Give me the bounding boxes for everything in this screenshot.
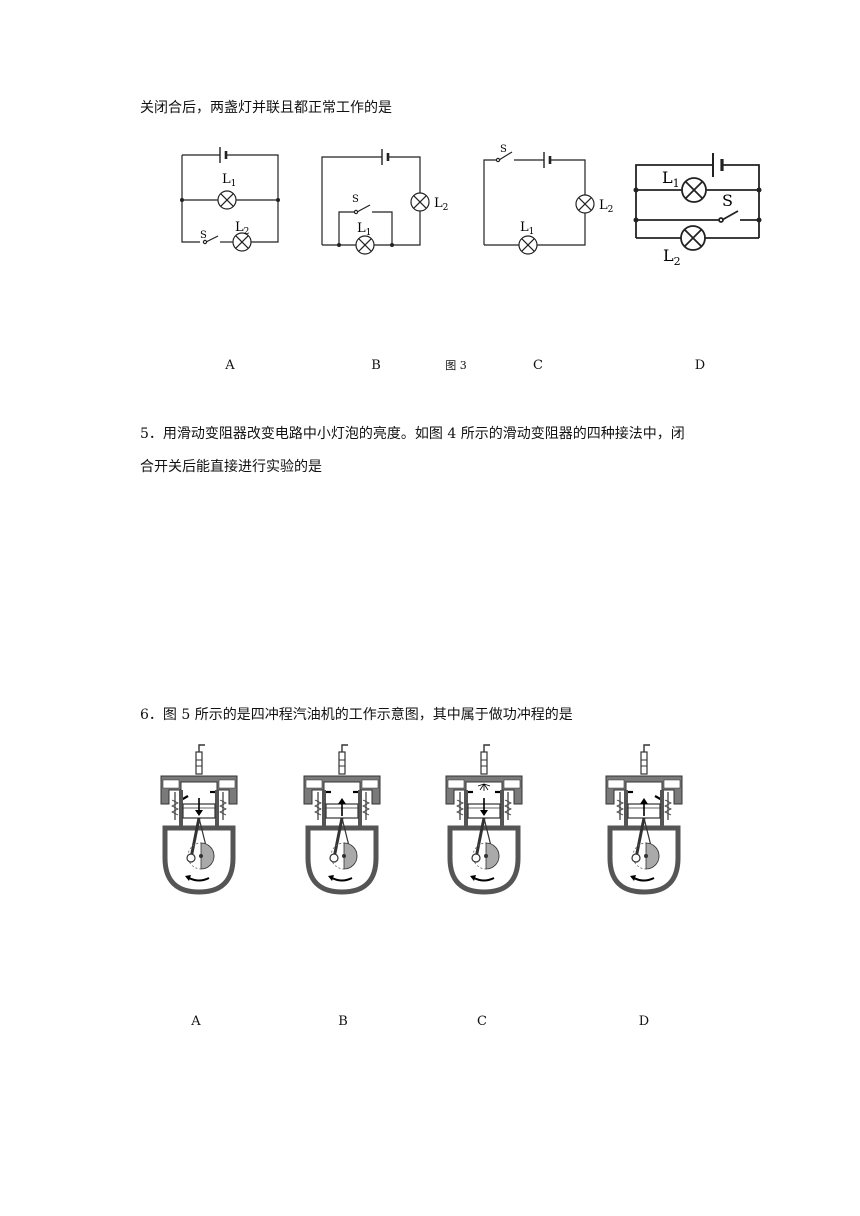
option-label-a: A [225, 358, 235, 373]
lamp-l1-label: L1 [520, 220, 534, 237]
circuit-diagram-d: L1 S L2 [633, 153, 762, 265]
option-label-b: B [371, 358, 381, 373]
option-label-a: A [191, 1014, 201, 1029]
option-label-c: C [533, 358, 543, 373]
option-label-b: B [338, 1014, 348, 1029]
option-label-d: D [638, 1014, 650, 1029]
switch-label: S [352, 194, 359, 205]
switch-label: S [500, 144, 507, 155]
circuit-diagram-b: S L1 L2 [321, 149, 448, 255]
question-5-text-line-1: 5．用滑动变阻器改变电路中小灯泡的亮度。如图 4 所示的滑动变阻器的四种接法中，… [140, 426, 685, 442]
option-label-d: D [694, 358, 706, 373]
question-5-text-line-2: 合开关后能直接进行实验的是 [140, 459, 322, 475]
circuit-diagram-a: L1 L2 S [180, 147, 280, 252]
option-label-c: C [477, 1014, 487, 1029]
engine-diagram-c [445, 744, 523, 895]
engine-diagram-b [303, 744, 381, 895]
lamp-l2-label: L2 [235, 220, 249, 237]
figure-caption: 图 3 [445, 359, 467, 372]
lamp-l1-label: L1 [222, 172, 236, 189]
lamp-l2-label: L2 [434, 196, 448, 213]
engine-diagram-a [160, 744, 238, 895]
switch-label: S [722, 191, 733, 210]
engine-diagram-d [605, 744, 683, 895]
switch-label: S [200, 230, 207, 241]
lamp-l2-label: L2 [599, 198, 613, 215]
circuit-diagram-c: S L1 L2 [483, 144, 613, 255]
lamp-l2-label: L2 [663, 246, 681, 265]
lamp-l1-label: L1 [357, 221, 371, 238]
question-6-text: 6．图 5 所示的是四冲程汽油机的工作示意图，其中属于做功冲程的是 [140, 707, 573, 723]
lamp-l1-label: L1 [662, 168, 680, 190]
question-4-text: 关闭合后，两盏灯并联且都正常工作的是 [140, 100, 392, 116]
